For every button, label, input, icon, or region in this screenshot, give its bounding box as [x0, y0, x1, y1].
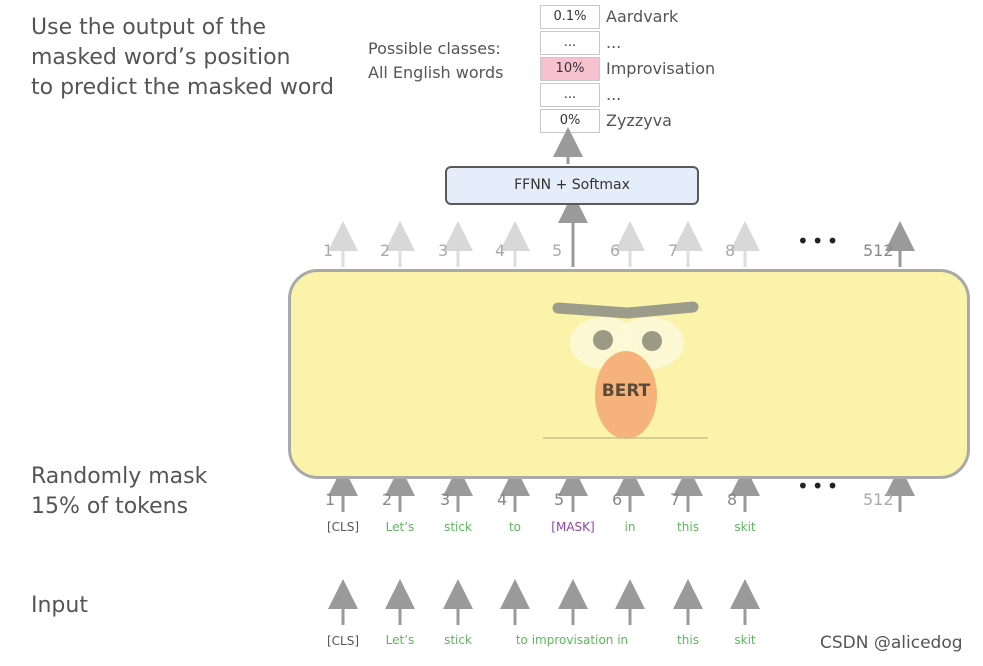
input-ellipsis: ••• [797, 474, 842, 498]
bert-label: BERT [601, 381, 651, 401]
output-position: 6 [610, 241, 621, 260]
masked-token: [CLS] [326, 520, 360, 534]
prob-word: Improvisation [606, 59, 716, 78]
output-position: 2 [380, 241, 391, 260]
input-position: 4 [497, 490, 508, 509]
mask-note-line: Randomly mask [31, 464, 208, 489]
output-position: 7 [668, 241, 679, 260]
masked-token: to [508, 520, 522, 534]
input-token: Let’s [385, 633, 415, 647]
input-position: 7 [670, 490, 681, 509]
input-position: 8 [727, 490, 738, 509]
input-position: 5 [554, 490, 565, 509]
output-note-line: to predict the masked word [31, 75, 334, 100]
output-note-line: masked word’s position [31, 45, 291, 70]
classes-label-line: Possible classes: [368, 39, 501, 58]
bert-face-icon [543, 301, 708, 439]
prob-cell: ... [540, 83, 600, 107]
masked-token: in [624, 520, 636, 534]
input-token: [CLS] [326, 634, 360, 648]
classes-label-line: All English words [368, 63, 504, 82]
input-position: 2 [382, 490, 393, 509]
output-note-line: Use the output of the [31, 15, 267, 40]
output-position: 1 [323, 241, 334, 260]
output-position: 5 [552, 241, 563, 260]
mask-note-line: 15% of tokens [31, 494, 189, 519]
output-ellipsis: ••• [797, 229, 842, 253]
prob-word: Aardvark [606, 7, 679, 26]
input-token: to improvisation in [515, 633, 629, 647]
output-note: Use the output of the masked word’s posi… [31, 13, 334, 103]
possible-classes-label: Possible classes: All English words [368, 37, 503, 85]
output-position: 8 [725, 241, 736, 260]
input-position: 512 [863, 490, 894, 509]
input-token: stick [444, 633, 472, 647]
prob-cell: ... [540, 31, 600, 55]
prob-word: ... [606, 33, 622, 52]
prob-cell-highlighted: 10% [540, 57, 600, 81]
output-position: 4 [495, 241, 506, 260]
input-token: skit [734, 633, 756, 647]
prob-word: ... [606, 85, 622, 104]
prob-word: Zyzzyva [606, 111, 672, 130]
input-position: 1 [325, 490, 336, 509]
masked-token: skit [734, 520, 756, 534]
masked-token: Let’s [385, 520, 415, 534]
ffnn-softmax-box: FFNN + Softmax [445, 166, 699, 205]
prob-cell: 0.1% [540, 5, 600, 29]
masked-token: this [677, 520, 699, 534]
output-position: 3 [438, 241, 449, 260]
watermark: CSDN @alicedog [820, 633, 963, 653]
masked-token-mask: [MASK] [551, 520, 595, 534]
output-position: 512 [863, 241, 894, 260]
input-position: 3 [440, 490, 451, 509]
masked-token: stick [444, 520, 472, 534]
input-position: 6 [612, 490, 623, 509]
input-token: this [677, 633, 699, 647]
mask-note: Randomly mask 15% of tokens [31, 462, 207, 522]
input-note-line: Input [31, 593, 88, 618]
input-note: Input [31, 591, 88, 621]
